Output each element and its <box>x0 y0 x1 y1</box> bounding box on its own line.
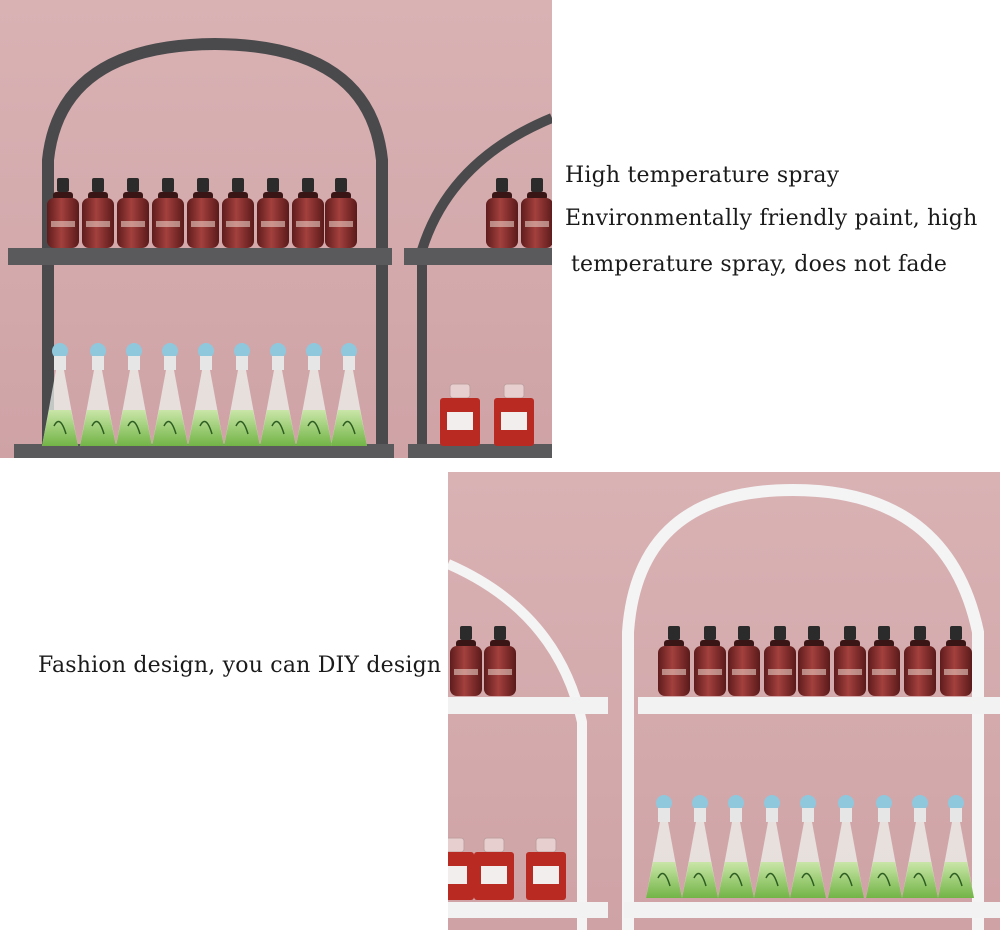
dark-shelf-photo <box>0 0 552 458</box>
caption-high-temperature-spray: High temperature spray <box>565 163 840 188</box>
white-shelf-photo <box>448 472 1000 930</box>
caption-fashion-design: Fashion design, you can DIY design <box>38 653 442 678</box>
caption-paint-line-2: temperature spray, does not fade <box>571 252 948 277</box>
caption-paint-line-1: Environmentally friendly paint, high <box>565 206 978 231</box>
